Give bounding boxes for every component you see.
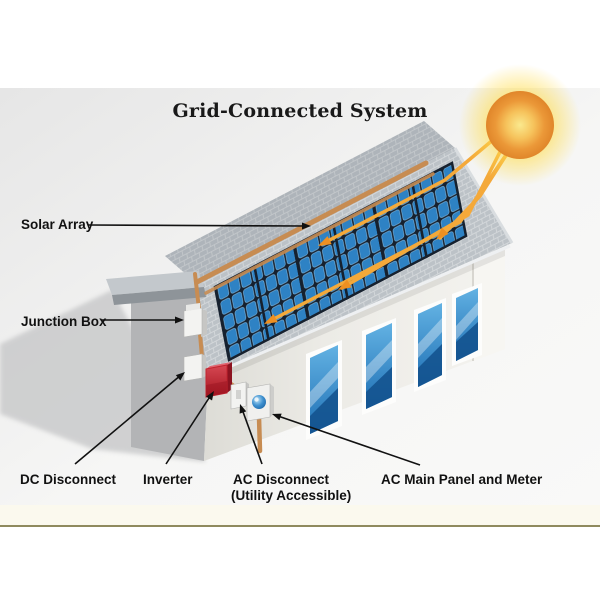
callout-arrowhead [206, 391, 214, 401]
bottom-strip [0, 505, 600, 526]
meter-dome [252, 395, 266, 409]
callout-arrowhead [239, 404, 247, 414]
label-solar-array: Solar Array [21, 217, 94, 232]
dc-disconnect-box [183, 353, 206, 382]
inverter-top [206, 362, 231, 369]
window-reflection [366, 340, 392, 383]
label-junction-box: Junction Box [21, 314, 107, 329]
solar-array [213, 161, 468, 362]
window [306, 340, 342, 440]
ac-main-panel-leader [277, 415, 421, 466]
label-ac-main-panel: AC Main Panel and Meter [381, 472, 543, 487]
solar-panel [411, 161, 468, 259]
ridge-conduit [194, 160, 429, 285]
window [362, 318, 396, 415]
ac-box-slot [236, 390, 241, 399]
callout-arrowheads [175, 222, 311, 421]
under-eave-shadow [208, 248, 505, 384]
gable-overhang [106, 271, 204, 295]
dc-box-side [202, 354, 206, 378]
sun-core [486, 91, 554, 159]
label-ac-disconnect-line1: AC Disconnect [233, 472, 330, 487]
callout-arrowhead [175, 316, 184, 324]
front-wall [204, 248, 505, 461]
solar-array-leader [87, 224, 305, 227]
diagram-title: Grid-Connected System [172, 100, 427, 122]
eave-fascia [207, 244, 511, 378]
ridge-conduit-lower [204, 172, 435, 295]
meter-panel-side [270, 384, 274, 417]
back-roof-shade [165, 121, 455, 283]
gable-conduit-upper [193, 272, 201, 311]
window [452, 283, 482, 366]
callout-arrowhead [272, 413, 282, 421]
junction-box-front [183, 307, 203, 338]
junction-box [183, 303, 207, 338]
junction-box-side [201, 309, 207, 337]
junction-box-flange [186, 303, 200, 311]
window-shade [366, 367, 392, 409]
label-dc-disconnect: DC Disconnect [20, 472, 117, 487]
windows [306, 283, 482, 440]
dc-disconnect-leader [74, 374, 182, 465]
inverter-box [205, 362, 232, 398]
label-ac-disconnect-line2: (Utility Accessible) [231, 488, 351, 503]
window-shade [456, 322, 478, 361]
window-shade [418, 344, 442, 387]
label-inverter: Inverter [143, 472, 193, 487]
sun-ray-arrowheads [264, 227, 449, 324]
window-shade [310, 388, 338, 434]
back-roof [165, 121, 455, 283]
ray-arrowhead [338, 279, 352, 290]
dc-box-front [183, 353, 203, 382]
window [414, 298, 446, 392]
gable-overhang-underside [112, 287, 206, 305]
callout-arrowhead [302, 222, 311, 230]
meter-panel [246, 383, 274, 422]
sun [459, 64, 581, 186]
window-reflection [456, 302, 478, 340]
window-reflection [310, 362, 338, 408]
ac-disconnect-leader [241, 408, 263, 465]
meter-dome-highlight [254, 397, 259, 402]
divider-line [0, 525, 600, 527]
ray-arrowhead [264, 314, 278, 324]
inverter-leader [165, 394, 212, 465]
meter-conduit [256, 414, 263, 454]
ray-arrowhead [318, 236, 332, 246]
callout-arrowhead [175, 372, 185, 381]
gable-conduit-lower [198, 332, 204, 359]
window-reflection [418, 318, 442, 358]
callout-lines [74, 224, 421, 466]
ray-arrowhead [436, 227, 449, 240]
